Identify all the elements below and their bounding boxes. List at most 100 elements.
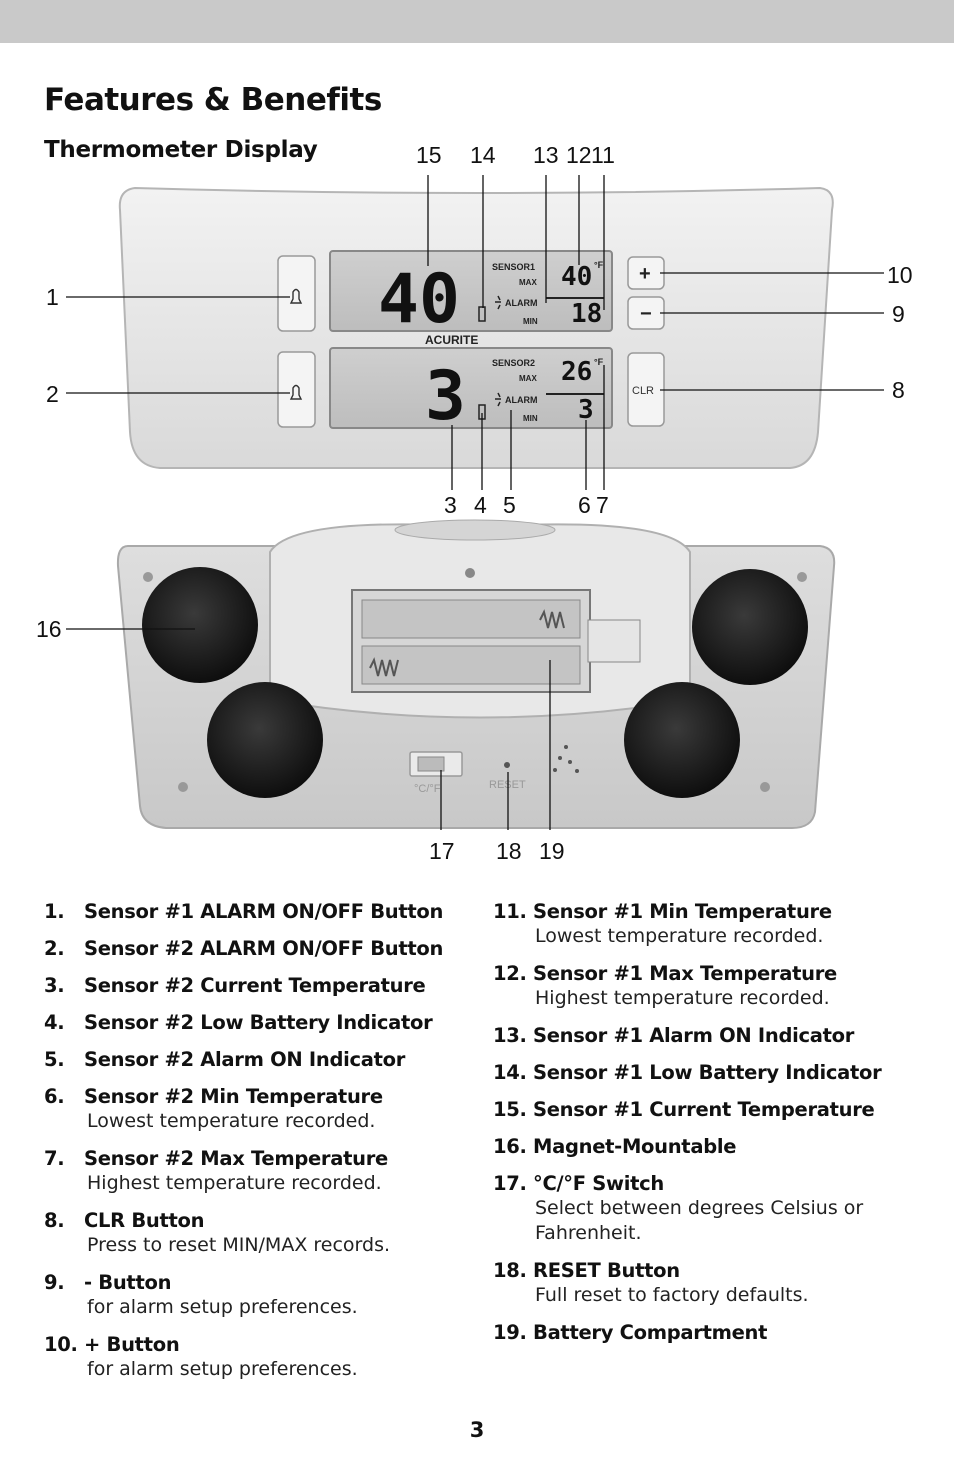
brand-logo: ACURITE (425, 333, 478, 347)
sensor1-label: SENSOR1 (492, 262, 535, 272)
callout-4: 4 (474, 492, 487, 518)
feature-desc: for alarm setup preferences. (87, 1296, 358, 1318)
battery-compartment (351, 589, 641, 693)
feature-title: Sensor #1 ALARM ON/OFF Button (84, 900, 444, 923)
sensor2-current-temp: 3 (425, 357, 466, 436)
callout-3: 3 (444, 492, 457, 518)
lcd-sensor2 (329, 347, 613, 429)
callout-14: 14 (470, 142, 496, 168)
feature-item: 2.Sensor #2 ALARM ON/OFF Button (44, 937, 444, 960)
sensor1-max-label: MAX (519, 278, 537, 287)
feature-title: - Button (84, 1271, 172, 1294)
feature-item: 1.Sensor #1 ALARM ON/OFF Button (44, 900, 444, 923)
sensor1-min-temp: 18 (571, 299, 602, 329)
feature-item: 4.Sensor #2 Low Battery Indicator (44, 1011, 433, 1034)
sensor1-max-temp: 40 (561, 262, 592, 292)
sensor2-alarm-icon (495, 392, 501, 407)
feature-title: RESET Button (533, 1259, 680, 1282)
callout-19: 19 (539, 838, 565, 864)
feature-desc: Full reset to factory defaults. (535, 1284, 809, 1306)
device-back: °C/°F RESET (116, 519, 836, 829)
feature-item: 19.Battery Compartment (493, 1321, 768, 1344)
feature-item: 13.Sensor #1 Alarm ON Indicator (493, 1024, 855, 1047)
plus-button[interactable]: + (627, 256, 665, 290)
feature-title: Sensor #1 Min Temperature (533, 900, 832, 923)
bell-icon (289, 288, 303, 304)
feature-title: Battery Compartment (533, 1321, 768, 1344)
feature-title: Sensor #1 Max Temperature (533, 962, 837, 985)
svg-text:°C/°F: °C/°F (414, 783, 441, 795)
sensor2-alarm-button[interactable] (277, 351, 316, 428)
feature-title: Sensor #2 Current Temperature (84, 974, 426, 997)
sensor1-alarm-label: ALARM (505, 298, 538, 308)
sensor2-unit: °F (594, 357, 604, 367)
feature-item: 15.Sensor #1 Current Temperature (493, 1098, 875, 1121)
thermometer-illustration: 40 SENSOR1 MAX ALARM MIN 40 °F 18 3 SENS… (36, 142, 913, 864)
callout-12: 12 (566, 142, 592, 168)
feature-title: Sensor #1 Current Temperature (533, 1098, 875, 1121)
svg-text:CLR: CLR (632, 385, 654, 397)
callout-6: 6 (578, 492, 591, 518)
feature-title: Sensor #2 Alarm ON Indicator (84, 1048, 406, 1071)
callout-2: 2 (46, 381, 59, 407)
feature-item: 3.Sensor #2 Current Temperature (44, 974, 426, 997)
feature-desc: for alarm setup preferences. (87, 1358, 358, 1380)
header-bar (0, 0, 954, 43)
feature-desc: Press to reset MIN/MAX records. (87, 1234, 391, 1256)
feature-title: Sensor #1 Low Battery Indicator (533, 1061, 882, 1084)
callout-13: 13 (533, 142, 559, 168)
feature-title: Sensor #2 Min Temperature (84, 1085, 383, 1108)
device-front: 40 SENSOR1 MAX ALARM MIN 40 °F 18 3 SENS… (118, 186, 834, 469)
callout-8: 8 (892, 377, 905, 403)
feature-desc: Highest temperature recorded. (535, 987, 830, 1009)
sensor2-alarm-label: ALARM (505, 395, 538, 405)
feature-title: °C/°F Switch (533, 1172, 664, 1195)
sensor1-unit: °F (594, 260, 604, 270)
feature-title: Sensor #2 Low Battery Indicator (84, 1011, 433, 1034)
feature-item: 14.Sensor #1 Low Battery Indicator (493, 1061, 882, 1084)
feature-title: Sensor #1 Alarm ON Indicator (533, 1024, 855, 1047)
callout-17: 17 (429, 838, 455, 864)
feature-desc: Lowest temperature recorded. (87, 1110, 376, 1132)
minus-button[interactable]: − (627, 296, 665, 330)
lcd-sensor1 (329, 250, 613, 332)
callout-lines (66, 175, 884, 830)
feature-title: + Button (84, 1333, 180, 1356)
feature-title: Sensor #2 ALARM ON/OFF Button (84, 937, 444, 960)
feature-title: Magnet-Mountable (533, 1135, 737, 1158)
section-subtitle: Thermometer Display (44, 137, 318, 163)
celsius-fahrenheit-switch[interactable]: °C/°F (409, 751, 463, 795)
sensor1-alarm-button[interactable] (277, 255, 316, 332)
sensor1-min-label: MIN (523, 317, 538, 326)
page-title: Features & Benefits (44, 82, 382, 118)
feature-desc: Lowest temperature recorded. (535, 925, 824, 947)
bell-icon (289, 384, 303, 400)
sensor2-label: SENSOR2 (492, 358, 535, 368)
clr-button[interactable]: CLR (627, 352, 665, 427)
feature-title: CLR Button (84, 1209, 205, 1232)
sensor2-max-temp: 26 (561, 357, 592, 387)
callout-7: 7 (596, 492, 609, 518)
callout-11: 11 (591, 142, 615, 168)
feature-item: 5.Sensor #2 Alarm ON Indicator (44, 1048, 406, 1071)
features-list-left: 1.Sensor #1 ALARM ON/OFF Button 2.Sensor… (44, 900, 474, 1395)
callout-15: 15 (416, 142, 442, 168)
feature-item: 16.Magnet-Mountable (493, 1135, 737, 1158)
svg-text:+: + (639, 263, 651, 285)
sensor1-battery-icon (478, 306, 486, 322)
feature-desc: Highest temperature recorded. (87, 1172, 382, 1194)
page-number: 3 (469, 1418, 485, 1442)
sensor2-min-temp: 3 (578, 395, 594, 425)
callout-5: 5 (503, 492, 516, 518)
feature-desc: Select between degrees Celsius or Fahren… (535, 1197, 864, 1244)
callout-16: 16 (36, 616, 62, 642)
